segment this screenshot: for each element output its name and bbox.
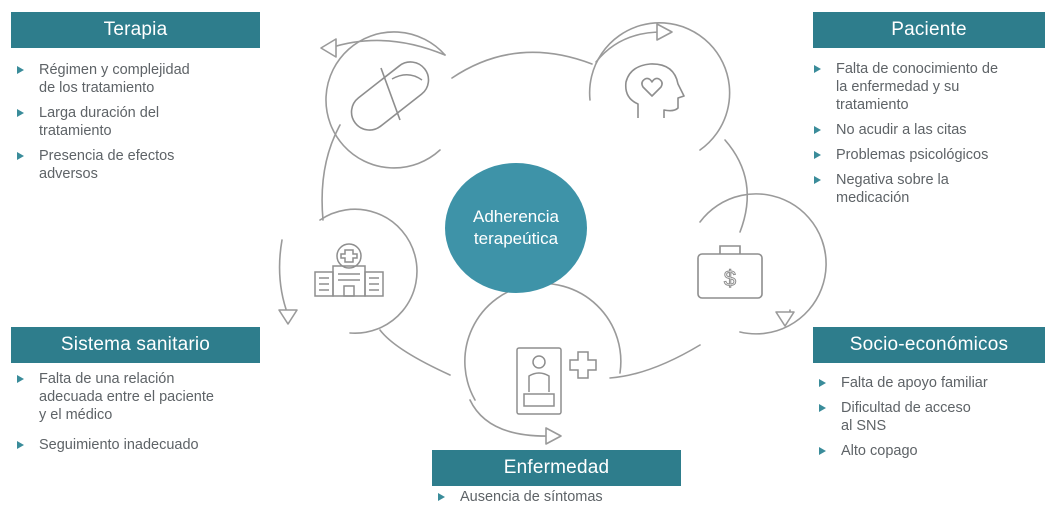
list-item: Falta de apoyo familiar xyxy=(813,374,1053,392)
center-adherence-circle: Adherencia terapeútica xyxy=(445,163,587,293)
node-monitor-arc xyxy=(464,282,622,401)
list-item-text: al SNS xyxy=(841,418,887,434)
ring-arc-top xyxy=(451,51,593,79)
list-item-text: Falta de una relación xyxy=(39,371,175,387)
list-item-text: Problemas psicológicos xyxy=(836,147,989,163)
bullet-icon xyxy=(17,441,24,449)
arrow-bottom xyxy=(545,427,562,445)
medical-monitor-icon xyxy=(516,347,597,415)
list-item-text: adversos xyxy=(39,166,98,182)
list-item: Régimen y complejidad de los tratamiento xyxy=(11,61,271,97)
list-item: No acudir a las citas xyxy=(808,121,1063,139)
head-heart-icon xyxy=(624,63,685,118)
list-item-text: adecuada entre el paciente xyxy=(39,389,214,405)
enfermedad-list: Ausencia de síntomas xyxy=(432,488,692,506)
list-item-text: Ausencia de síntomas xyxy=(460,489,603,505)
list-item-text: la enfermedad y su xyxy=(836,79,960,95)
sistema-list: Falta de una relación adecuada entre el p… xyxy=(11,370,281,461)
bullet-icon xyxy=(814,126,821,134)
list-item-text: Negativa sobre la xyxy=(836,172,949,188)
list-item-text: No acudir a las citas xyxy=(836,122,967,138)
bullet-icon xyxy=(819,404,826,412)
node-pill-arc xyxy=(325,31,446,169)
list-item: Dificultad de acceso al SNS xyxy=(813,399,1053,435)
list-item: Falta de una relación adecuada entre el p… xyxy=(11,370,281,424)
list-item-text: Seguimiento inadecuado xyxy=(39,437,199,453)
bullet-icon xyxy=(17,66,24,74)
list-item: Larga duración del tratamiento xyxy=(11,104,271,140)
list-item-text: Dificultad de acceso xyxy=(841,400,971,416)
ring-arc-bottom-left xyxy=(379,329,451,376)
list-item-text: Falta de conocimiento de xyxy=(836,61,999,77)
arrow-left xyxy=(278,309,298,325)
list-item-text: Larga duración del xyxy=(39,105,160,121)
ring-arc-left xyxy=(321,124,341,221)
bullet-icon xyxy=(17,152,24,160)
paciente-list: Falta de conocimiento de la enfermedad y … xyxy=(808,60,1063,214)
list-item-text: de los tratamiento xyxy=(39,80,155,96)
socio-list: Falta de apoyo familiar Dificultad de ac… xyxy=(813,374,1053,467)
bullet-icon xyxy=(814,176,821,184)
node-case-arc xyxy=(699,193,827,335)
bullet-icon xyxy=(819,379,826,387)
bullet-icon xyxy=(17,109,24,117)
dollar-glyph: $ xyxy=(724,266,736,291)
list-item-text: tratamiento xyxy=(836,97,909,113)
bullet-icon xyxy=(17,375,24,383)
list-item: Ausencia de síntomas xyxy=(432,488,692,506)
ring-arc-bottom-right xyxy=(609,344,701,379)
node-hospital-arc xyxy=(319,208,418,334)
list-item-text: Falta de apoyo familiar xyxy=(841,375,988,391)
list-item-text: Régimen y complejidad xyxy=(39,62,190,78)
list-item: Presencia de efectos adversos xyxy=(11,147,271,183)
bullet-icon xyxy=(819,447,826,455)
arrow-top-right xyxy=(656,23,673,41)
bullet-icon xyxy=(438,493,445,501)
node-head-arc xyxy=(588,22,731,151)
paciente-header: Paciente xyxy=(813,12,1045,48)
list-item-text: Presencia de efectos xyxy=(39,148,175,164)
list-item-text: tratamiento xyxy=(39,123,112,139)
hospital-icon xyxy=(314,243,384,297)
arrow-top-left xyxy=(320,38,337,58)
list-item: Problemas psicológicos xyxy=(808,146,1063,164)
center-label-line1: Adherencia xyxy=(472,207,559,226)
list-item-text: Alto copago xyxy=(841,443,918,459)
list-item: Falta de conocimiento de la enfermedad y … xyxy=(808,60,1063,114)
list-item: Negativa sobre la medicación xyxy=(808,171,1063,207)
enfermedad-header: Enfermedad xyxy=(432,450,681,486)
arrow-right xyxy=(775,311,795,327)
bullet-icon xyxy=(814,65,821,73)
sistema-header: Sistema sanitario xyxy=(11,327,260,363)
socio-header: Socio-económicos xyxy=(813,327,1045,363)
bullet-icon xyxy=(814,151,821,159)
list-item: Alto copago xyxy=(813,442,1053,460)
list-item-text: y el médico xyxy=(39,407,113,423)
ring-arc-right xyxy=(724,139,749,233)
center-label-line2: terapeútica xyxy=(473,229,559,248)
briefcase-dollar-icon xyxy=(697,245,763,299)
terapia-header: Terapia xyxy=(11,12,260,48)
pill-icon xyxy=(350,61,430,131)
list-item-text: medicación xyxy=(836,190,910,206)
list-item: Seguimiento inadecuado xyxy=(11,436,281,454)
